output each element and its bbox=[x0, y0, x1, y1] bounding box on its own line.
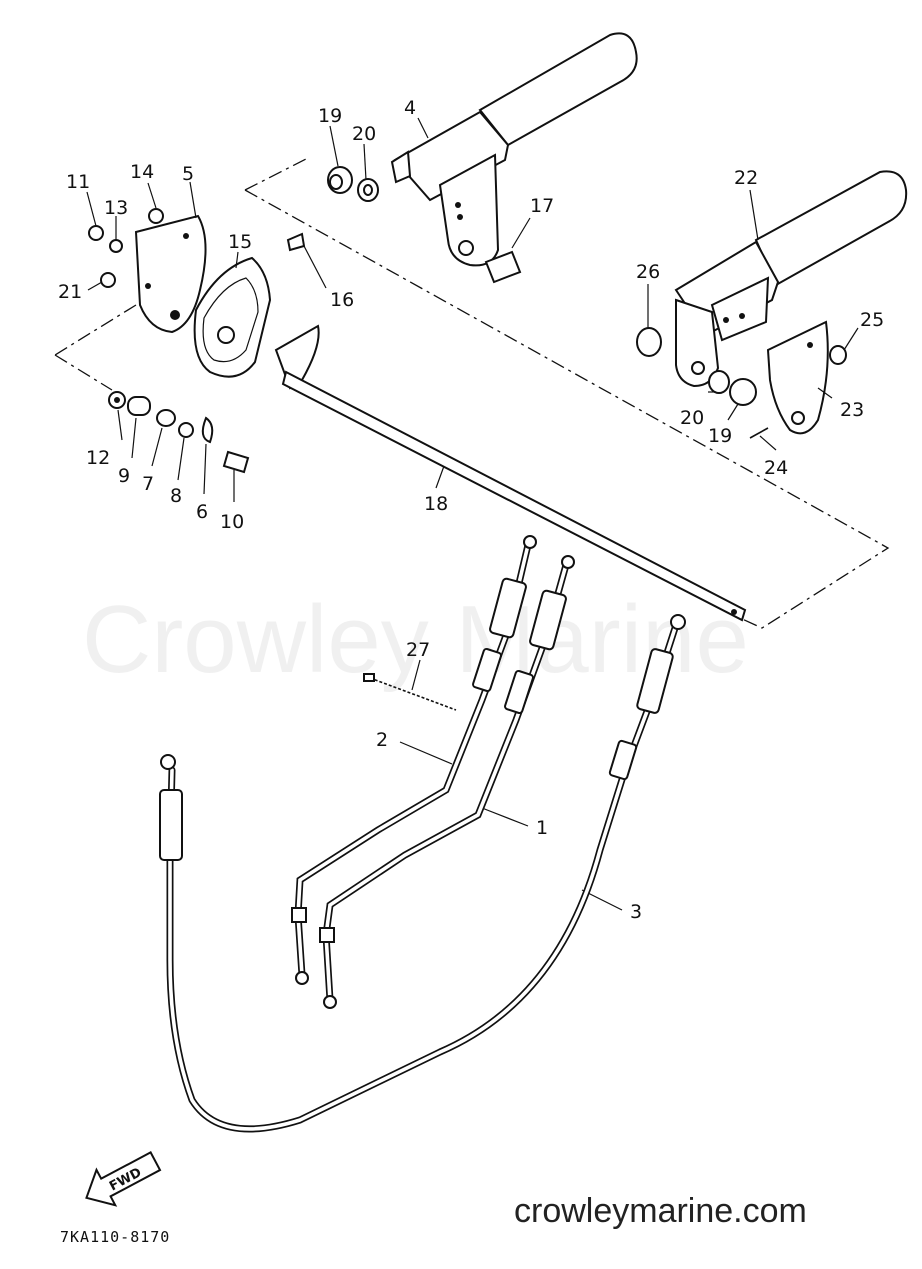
callout-10: 10 bbox=[220, 511, 244, 533]
callout-1: 1 bbox=[536, 817, 548, 839]
callout-24: 24 bbox=[764, 457, 788, 479]
callout-6: 6 bbox=[196, 501, 208, 523]
callout-4: 4 bbox=[404, 97, 416, 119]
cable-27 bbox=[363, 673, 457, 711]
assembly-boundary bbox=[54, 157, 890, 629]
small-parts bbox=[88, 166, 847, 474]
callout-18: 18 bbox=[424, 493, 448, 515]
callout-5: 5 bbox=[182, 163, 194, 185]
callout-22: 22 bbox=[734, 167, 758, 189]
diagram-code: 7KA110-8170 bbox=[60, 1228, 170, 1246]
callout-12: 12 bbox=[86, 447, 110, 469]
leader-lines bbox=[86, 117, 859, 911]
callout-27: 27 bbox=[406, 639, 430, 661]
callout-25: 25 bbox=[860, 309, 884, 331]
tiller-handle-right bbox=[674, 170, 908, 388]
callout-9: 9 bbox=[118, 465, 130, 487]
callout-19b: 19 bbox=[708, 425, 732, 447]
callout-20a: 20 bbox=[352, 123, 376, 145]
callouts: 11 13 14 5 21 15 16 19 20 4 17 22 26 25 … bbox=[58, 97, 884, 923]
callout-17: 17 bbox=[530, 195, 554, 217]
callout-21: 21 bbox=[58, 281, 82, 303]
callout-2: 2 bbox=[376, 729, 388, 751]
callout-11: 11 bbox=[66, 171, 90, 193]
cable-1 bbox=[319, 555, 575, 1009]
callout-26: 26 bbox=[636, 261, 660, 283]
callout-19a: 19 bbox=[318, 105, 342, 127]
shaft-18 bbox=[274, 324, 747, 622]
callout-15: 15 bbox=[228, 231, 252, 253]
site-url: crowleymarine.com bbox=[514, 1192, 807, 1230]
callout-8: 8 bbox=[170, 485, 182, 507]
cable-2 bbox=[291, 535, 537, 985]
callout-3: 3 bbox=[630, 901, 642, 923]
callout-23: 23 bbox=[840, 399, 864, 421]
cover-15 bbox=[193, 256, 272, 378]
fwd-arrow: FWD bbox=[85, 1151, 162, 1207]
callout-7: 7 bbox=[142, 473, 154, 495]
cable-3 bbox=[159, 614, 686, 1133]
callout-20b: 20 bbox=[680, 407, 704, 429]
callout-13: 13 bbox=[104, 197, 128, 219]
bracket-23 bbox=[766, 320, 829, 435]
callout-14: 14 bbox=[130, 161, 154, 183]
bracket-5 bbox=[134, 214, 207, 334]
callout-16: 16 bbox=[330, 289, 354, 311]
tiller-handle-left bbox=[390, 32, 638, 267]
